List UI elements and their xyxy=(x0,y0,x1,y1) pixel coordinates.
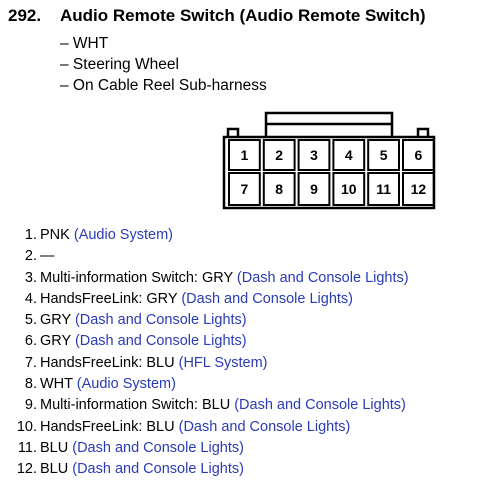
pin-description: Multi-information Switch: BLU xyxy=(40,397,231,414)
pin-number: 2. xyxy=(24,248,37,265)
pin-description: BLU xyxy=(40,461,69,478)
connector-pin-label: 4 xyxy=(345,147,353,163)
pin-description: — xyxy=(40,248,55,265)
connector-pin-label: 10 xyxy=(341,181,357,197)
connector-notch-right xyxy=(416,127,430,137)
pin-description: HandsFreeLink: BLU xyxy=(40,418,175,435)
connector-pin-label: 9 xyxy=(310,181,318,197)
connector-pin-cell xyxy=(297,139,331,171)
pin-description: HandsFreeLink: GRY xyxy=(40,290,178,307)
connector-pin-label: 7 xyxy=(241,181,249,197)
connector-pin-cell xyxy=(297,172,331,206)
pin-link[interactable]: (Dash and Console Lights) xyxy=(74,333,247,350)
connector-pin-label: 6 xyxy=(415,147,423,163)
pin-number: 6. xyxy=(24,333,37,350)
pin-row-2: 2.— xyxy=(0,246,486,267)
connector-body xyxy=(222,135,436,210)
pin-list: 1.PNK (Audio System) 2.— 3.Multi-informa… xyxy=(0,225,486,481)
pin-row-11: 11.BLU (Dash and Console Lights) xyxy=(0,438,486,459)
connector-pin-cell xyxy=(402,172,435,206)
detail-color: – WHT xyxy=(60,35,109,52)
connector-pin-cell xyxy=(367,172,401,206)
pin-number: 10. xyxy=(16,418,37,435)
pin-description: GRY xyxy=(40,333,71,350)
detail-harness: – On Cable Reel Sub-harness xyxy=(60,77,267,94)
pin-number: 12. xyxy=(16,461,37,478)
pin-description: WHT xyxy=(40,376,73,393)
pin-row-6: 6.GRY (Dash and Console Lights) xyxy=(0,331,486,352)
pin-row-12: 12.BLU (Dash and Console Lights) xyxy=(0,459,486,480)
connector-pin-cell xyxy=(228,139,261,171)
pin-row-1: 1.PNK (Audio System) xyxy=(0,225,486,246)
pin-link[interactable]: (Dash and Console Lights) xyxy=(236,269,409,286)
pin-link[interactable]: (Dash and Console Lights) xyxy=(74,312,247,329)
pin-number: 4. xyxy=(24,290,37,307)
pin-row-8: 8.WHT (Audio System) xyxy=(0,374,486,395)
pin-link[interactable]: (Dash and Console Lights) xyxy=(234,397,406,414)
connector-pin-label: 2 xyxy=(275,147,283,163)
pin-number: 9. xyxy=(24,397,37,414)
section-title: Audio Remote Switch (Audio Remote Switch… xyxy=(60,6,426,25)
pin-link[interactable]: (Dash and Console Lights) xyxy=(178,418,351,435)
pin-row-5: 5.GRY (Dash and Console Lights) xyxy=(0,310,486,331)
connector-pin-cell xyxy=(262,139,296,171)
pin-row-10: 10.HandsFreeLink: BLU (Dash and Console … xyxy=(0,417,486,438)
connector-pin-cell xyxy=(402,139,435,171)
connector-pin-label: 12 xyxy=(411,181,427,197)
page-title: 292. Audio Remote Switch (Audio Remote Sw… xyxy=(8,6,426,26)
pin-row-4: 4.HandsFreeLink: GRY (Dash and Console L… xyxy=(0,289,486,310)
pin-link[interactable]: (Audio System) xyxy=(76,376,176,393)
pin-description: HandsFreeLink: BLU xyxy=(40,354,175,371)
pin-link[interactable]: (Audio System) xyxy=(73,227,173,243)
pin-description: GRY xyxy=(40,312,71,329)
connector-pin-label: 8 xyxy=(275,181,283,197)
pin-number: 8. xyxy=(24,376,37,393)
pin-row-9: 9.Multi-information Switch: BLU (Dash an… xyxy=(0,395,486,416)
connector-pin-label: 3 xyxy=(310,147,318,163)
connector-pin-label: 1 xyxy=(241,147,249,163)
pin-link[interactable]: (Dash and Console Lights) xyxy=(72,439,244,456)
connector-pin-cell xyxy=(262,172,296,206)
pin-number: 3. xyxy=(24,269,37,286)
pin-link[interactable]: (Dash and Console Lights) xyxy=(72,461,244,478)
pin-row-3: 3.Multi-information Switch: GRY (Dash an… xyxy=(0,268,486,289)
section-number: 292. xyxy=(8,6,42,25)
detail-location: – Steering Wheel xyxy=(60,56,179,73)
pin-number: 5. xyxy=(24,312,37,329)
pin-number: 7. xyxy=(24,354,37,371)
pin-number: 11. xyxy=(17,439,37,456)
connector-pin-label: 5 xyxy=(380,147,388,163)
connector-details: – WHT – Steering Wheel – On Cable Reel S… xyxy=(60,33,267,96)
pin-description: PNK xyxy=(40,227,70,243)
connector-pin-label: 11 xyxy=(376,181,391,197)
pin-description: BLU xyxy=(40,439,69,456)
pin-link[interactable]: (HFL System) xyxy=(178,354,268,371)
connector-pin-cell xyxy=(367,139,401,171)
connector-pin-cell xyxy=(228,172,261,206)
connector-notch-left xyxy=(226,127,240,137)
connector-pin-cell xyxy=(332,139,366,171)
pin-description: Multi-information Switch: GRY xyxy=(40,269,233,286)
connector-pin-cell xyxy=(332,172,366,206)
pin-number: 1. xyxy=(24,227,37,243)
pin-row-7: 7.HandsFreeLink: BLU (HFL System) xyxy=(0,353,486,374)
pin-link[interactable]: (Dash and Console Lights) xyxy=(181,290,354,307)
